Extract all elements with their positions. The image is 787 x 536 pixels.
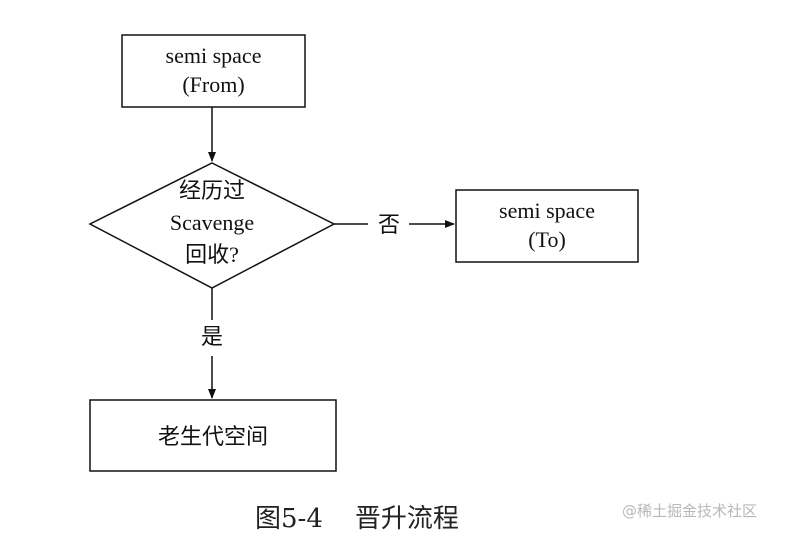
edge-decision-no: 否 [334, 213, 455, 238]
figure-number: 图5-4 [255, 504, 323, 534]
node-decision-line3: 回收? [185, 242, 239, 267]
node-to-line1: semi space [499, 198, 595, 223]
node-from-line1: semi space [166, 43, 262, 68]
node-old-space: 老生代空间 [89, 399, 337, 472]
edge-label-no: 否 [378, 213, 400, 238]
figure-title: 晋升流程 [354, 504, 459, 534]
edge-label-yes: 是 [201, 325, 223, 350]
node-semi-space-to: semi space (To) [455, 189, 639, 263]
watermark: @稀土掘金技术社区 [622, 502, 758, 520]
node-decision: 经历过 Scavenge 回收? [88, 162, 336, 289]
edge-decision-yes: 是 [201, 288, 223, 399]
node-to-line2: (To) [528, 227, 566, 252]
figure-caption: 图5-4 晋升流程 [255, 498, 459, 535]
node-old-space-label: 老生代空间 [158, 424, 268, 449]
node-decision-line1: 经历过 [179, 178, 245, 203]
node-semi-space-from: semi space (From) [121, 34, 306, 108]
node-decision-line2: Scavenge [170, 210, 254, 235]
node-from-line2: (From) [182, 72, 244, 97]
